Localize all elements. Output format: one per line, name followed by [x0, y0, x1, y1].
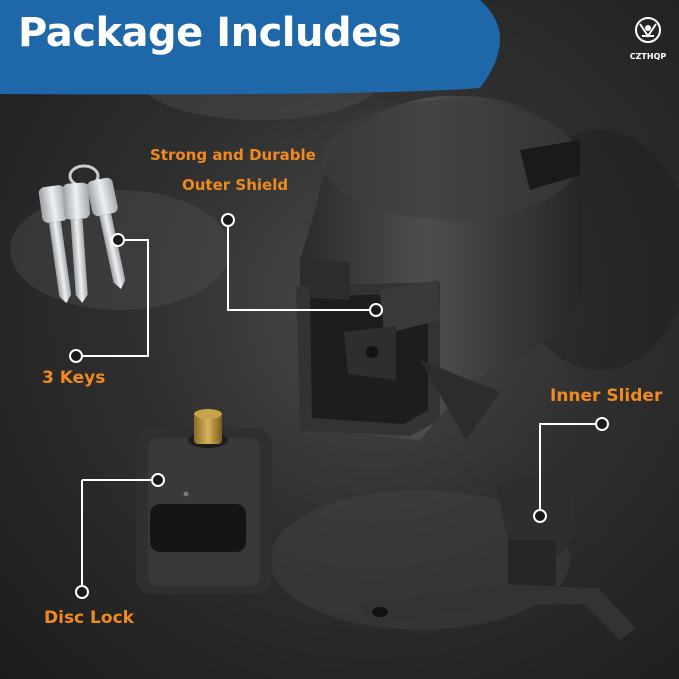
- inner-slider-image: [360, 475, 636, 640]
- callout-dot-keys-target: [111, 233, 125, 247]
- outer-shield-image: [296, 95, 582, 441]
- callout-dot-shield-target: [369, 303, 383, 317]
- callout-lines: [76, 220, 602, 592]
- callout-dot-keys: [69, 349, 83, 363]
- label-keys: 3 Keys: [42, 368, 106, 388]
- title-banner: [0, 0, 500, 95]
- disc-lock-image: [136, 409, 272, 594]
- label-outer-shield-line2: Outer Shield: [182, 176, 289, 194]
- callout-dot-shield: [221, 213, 235, 227]
- callout-dot-disc: [75, 585, 89, 599]
- brand-emblem-icon: [635, 17, 661, 43]
- keys-image: [38, 164, 126, 304]
- callout-dot-slider: [595, 417, 609, 431]
- callout-dot-disc-target: [151, 473, 165, 487]
- label-outer-shield-line1: Strong and Durable: [150, 146, 316, 164]
- label-inner-slider: Inner Slider: [550, 386, 663, 406]
- brand-name: CZTHQP: [629, 52, 667, 61]
- label-disc-lock: Disc Lock: [44, 608, 134, 628]
- page-title: Package Includes: [18, 10, 402, 56]
- callout-dot-slider-target: [533, 509, 547, 523]
